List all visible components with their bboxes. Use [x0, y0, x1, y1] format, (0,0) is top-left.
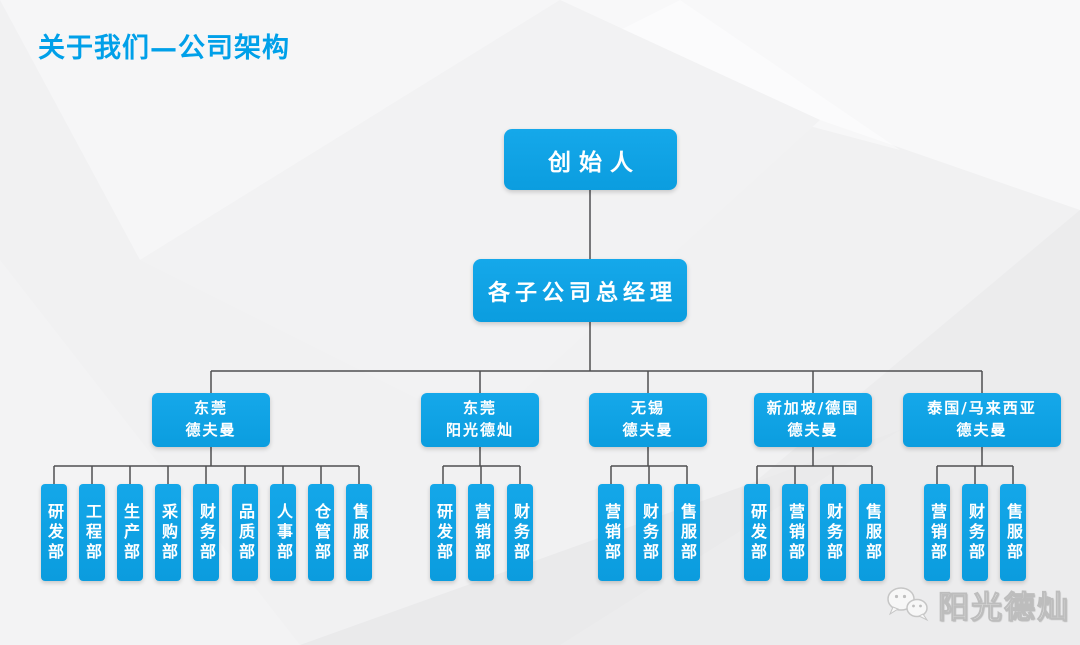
org-node-department: 营销部 — [782, 484, 808, 581]
org-node-department: 工程部 — [79, 484, 105, 581]
wechat-icon — [887, 586, 929, 621]
org-node-department: 营销部 — [468, 484, 494, 581]
org-node-dongguan-yangguangdecan: 东莞 阳光德灿 — [421, 393, 539, 447]
org-node-department: 营销部 — [924, 484, 950, 581]
org-node-department: 营销部 — [598, 484, 624, 581]
org-node-department: 售服部 — [1000, 484, 1026, 581]
subsidiary-name-line: 德夫曼 — [185, 421, 237, 439]
subsidiary-name-line: 泰国/马来西亚 — [927, 399, 1037, 418]
subsidiary-name-line: 德夫曼 — [787, 421, 839, 439]
org-node-department: 售服部 — [859, 484, 885, 581]
org-node-department: 财务部 — [820, 484, 846, 581]
subsidiary-name-line: 德夫曼 — [622, 421, 674, 439]
org-node-department: 仓管部 — [308, 484, 334, 581]
subsidiary-name-line: 无锡 — [630, 399, 665, 418]
org-node-thailand-malaysia-defuman: 泰国/马来西亚 德夫曼 — [903, 393, 1061, 447]
org-node-department: 财务部 — [507, 484, 533, 581]
org-node-department: 售服部 — [674, 484, 700, 581]
org-node-department: 人事部 — [270, 484, 296, 581]
org-node-founder: 创始人 — [504, 129, 677, 190]
org-node-department: 财务部 — [962, 484, 988, 581]
watermark: 阳光德灿 — [886, 582, 1070, 627]
org-node-department: 品质部 — [232, 484, 258, 581]
subsidiary-name-line: 东莞 — [462, 399, 497, 418]
org-node-department: 研发部 — [41, 484, 67, 581]
page-title: 关于我们—公司架构 — [38, 33, 290, 64]
org-node-department: 研发部 — [744, 484, 770, 581]
subsidiary-name-line: 新加坡/德国 — [766, 399, 860, 418]
subsidiary-name-line: 德夫曼 — [956, 421, 1008, 439]
org-node-department: 售服部 — [346, 484, 372, 581]
org-node-department: 财务部 — [193, 484, 219, 581]
org-node-department: 生产部 — [117, 484, 143, 581]
org-node-subsidiary-gm: 各子公司总经理 — [473, 259, 687, 322]
org-node-wuxi-defuman: 无锡 德夫曼 — [589, 393, 707, 447]
org-node-singapore-germany-defuman: 新加坡/德国 德夫曼 — [754, 393, 872, 447]
watermark-label: 阳光德灿 — [938, 590, 1070, 627]
org-node-department: 采购部 — [155, 484, 181, 581]
org-node-department: 财务部 — [636, 484, 662, 581]
subsidiary-name-line: 阳光德灿 — [445, 421, 514, 439]
org-node-dongguan-defuman: 东莞 德夫曼 — [152, 393, 270, 447]
subsidiary-name-line: 东莞 — [193, 399, 228, 418]
org-node-department: 研发部 — [430, 484, 456, 581]
